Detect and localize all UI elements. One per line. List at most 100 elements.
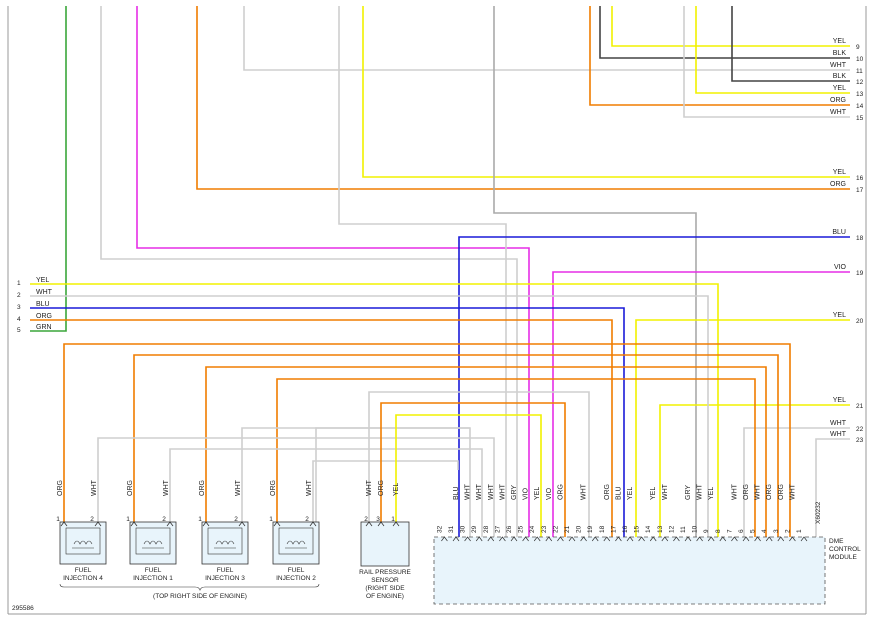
right-pin-color: WHT	[830, 109, 847, 116]
dme-pin-num: 8	[715, 529, 722, 533]
injector-body	[59, 521, 107, 565]
left-pin-color: GRN	[36, 324, 52, 331]
right-pin-num: 19	[856, 270, 864, 277]
dme-pin-wire-color: YEL	[627, 487, 634, 500]
right-pin-num: 9	[856, 44, 860, 51]
wire-org-inj4	[63, 343, 791, 537]
dme-pin-wire-color: ORG	[766, 484, 773, 500]
dme-pin-wire-color: VIO	[546, 487, 553, 500]
wire-wht-23	[815, 438, 850, 537]
dme-pin-wire-color: ORG	[604, 484, 611, 500]
dme-pin-wire-color: ORG	[743, 484, 750, 500]
left-pin-num: 2	[17, 292, 21, 299]
right-pin-num: 13	[856, 91, 864, 98]
dme-pin-num: 11	[680, 526, 687, 533]
dme-pin-terminal-icon	[742, 536, 750, 542]
pin-terminal-icon	[202, 521, 210, 527]
dme-pin-num: 17	[610, 525, 617, 533]
pin-terminal-icon	[238, 521, 246, 527]
dme-pin-num: 4	[761, 529, 768, 533]
wire-grn-left-5	[30, 6, 67, 332]
injector-inner	[135, 527, 171, 555]
dme-pin-wire-color: YEL	[708, 487, 715, 500]
dme-pin-num: 23	[541, 525, 548, 533]
dme-pin-terminal-icon	[452, 536, 460, 542]
dme-pin-num: 29	[471, 525, 478, 533]
wire-wht-left-2	[30, 295, 709, 537]
sensor-wire-color: WHT	[366, 479, 373, 496]
injector-wire-color: ORG	[270, 480, 277, 496]
left-pin-num: 1	[17, 280, 21, 287]
right-pin-num: 10	[856, 56, 864, 63]
dme-pin-terminal-icon	[649, 536, 657, 542]
injector-inner	[65, 527, 101, 555]
injector-pin-num: 1	[198, 516, 202, 523]
dme-pin-wire-color: GRY	[511, 485, 518, 500]
dme-pin-terminal-icon	[499, 536, 506, 542]
sensor-pin-num: 3	[376, 516, 380, 523]
dme-pin-terminal-icon	[754, 536, 761, 542]
wire-vio-19	[552, 271, 850, 537]
dme-pin-num: 21	[564, 525, 571, 533]
diagram-id: 295586	[12, 605, 34, 612]
sensor-pin-num: 1	[391, 516, 395, 523]
injector-body	[272, 521, 320, 565]
dme-pin-terminal-icon	[800, 536, 808, 542]
pin-terminal-icon	[392, 521, 400, 527]
dme-connector-id: X60232	[815, 501, 822, 524]
injector-wire-color: WHT	[91, 479, 98, 496]
right-pin-num: 16	[856, 175, 864, 182]
dme-pin-num: 27	[494, 525, 501, 533]
sensor-wire-color: YEL	[393, 483, 400, 496]
wire-yel-21	[659, 404, 850, 537]
right-pin-color: YEL	[833, 169, 846, 176]
dme-pin-terminal-icon	[777, 536, 785, 542]
pin-terminal-icon	[94, 521, 102, 527]
dme-pin-terminal-icon	[580, 536, 587, 542]
injector-body	[201, 521, 249, 565]
dme-pin-terminal-icon	[545, 536, 553, 542]
pin-terminal-icon	[273, 521, 281, 527]
dme-pin-wire-color: WHT	[755, 483, 762, 500]
wire-yel-16	[362, 6, 850, 178]
dme-pin-wire-color: WHT	[488, 483, 495, 500]
dme-body	[433, 536, 826, 605]
injector-body	[129, 521, 177, 565]
dme-pin-terminal-icon	[464, 536, 471, 542]
wire-wht-top-101	[100, 6, 518, 537]
dme-pin-num: 32	[436, 525, 443, 533]
dme-pin-terminal-icon	[441, 536, 448, 542]
injector-wire-color: ORG	[57, 480, 64, 496]
coil-icon	[286, 540, 306, 545]
left-pin-num: 5	[17, 327, 21, 334]
dme-pin-terminal-icon	[673, 536, 680, 542]
coil-icon	[73, 540, 93, 545]
right-pin-color: ORG	[830, 181, 846, 188]
right-pin-num: 12	[856, 79, 864, 86]
dme-pin-num: 30	[460, 525, 467, 533]
dme-pin-wire-color: WHT	[581, 483, 588, 500]
coil-icon	[215, 540, 235, 545]
dme-pin-wire-color: WHT	[499, 483, 506, 500]
wire-org-17	[196, 6, 850, 190]
dme-pin-num: 13	[657, 525, 664, 533]
dme-pin-num: 20	[576, 525, 583, 533]
right-pin-color: WHT	[830, 420, 847, 427]
right-pin-color: BLK	[833, 73, 847, 80]
left-pin-color: ORG	[36, 313, 52, 320]
dme-pin-wire-color: YEL	[534, 487, 541, 500]
wire-org-left-4	[30, 319, 613, 537]
dme-pin-num: 24	[529, 525, 536, 533]
dme-pin-terminal-icon	[765, 536, 773, 542]
right-pin-color: BLU	[832, 229, 846, 236]
coil-icon	[143, 540, 163, 545]
right-pin-color: YEL	[833, 38, 846, 45]
